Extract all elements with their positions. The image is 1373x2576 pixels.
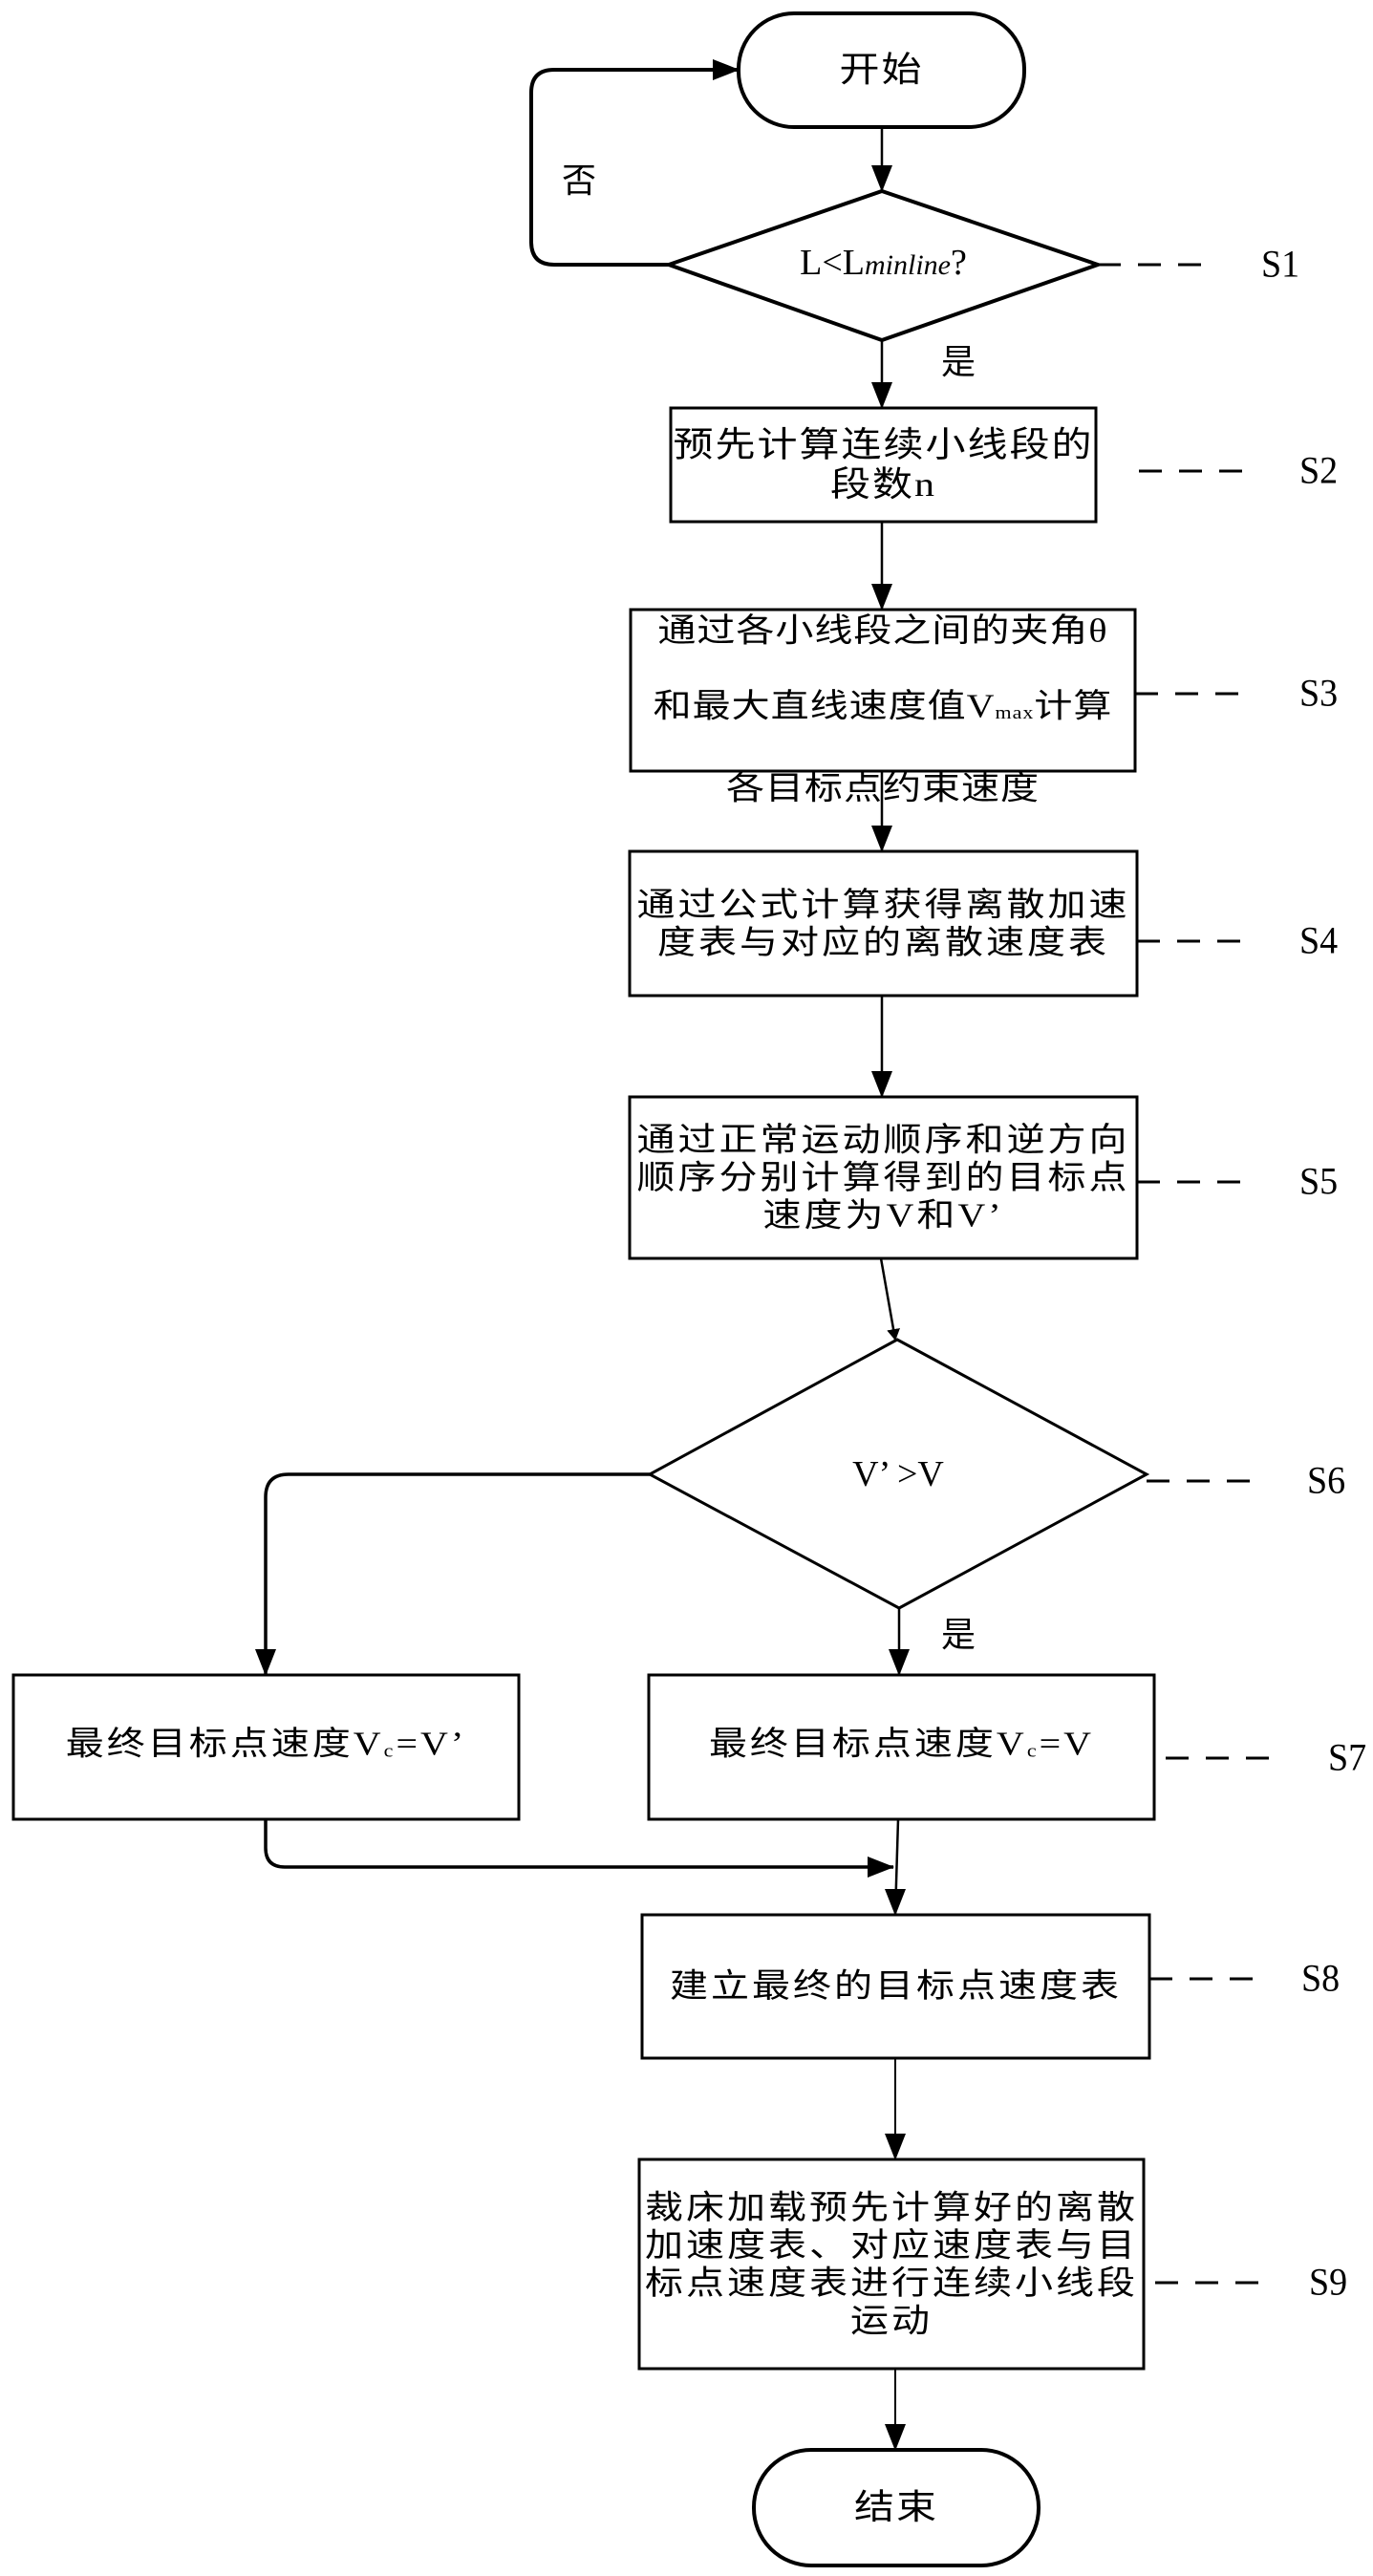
step-label-s7: S7 — [1328, 1736, 1367, 1780]
s3-line1: 通过各小线段之间的夹角θ — [657, 611, 1108, 649]
step-label-s8: S8 — [1301, 1957, 1341, 2001]
process-s8: 建立最终的目标点速度表 — [642, 1915, 1149, 2058]
connector-s6-no — [255, 1472, 650, 1676]
step-label-s4: S4 — [1299, 919, 1339, 963]
end-label: 结束 — [853, 2488, 938, 2527]
connector-s7-s8 — [885, 1818, 906, 1916]
start-terminal: 开始 — [739, 13, 1024, 127]
s3-line2-post: 计算 — [1034, 687, 1113, 724]
end-terminal: 结束 — [754, 2450, 1039, 2565]
process-s5-text: 通过正常运动顺序和逆方向 顺序分别计算得到的目标点 速度为V和V’ — [636, 1121, 1130, 1234]
decision-s6: V’ >V — [650, 1443, 1147, 1506]
step-label-s5: S5 — [1299, 1160, 1339, 1204]
decision-s1: L<Lminline? — [669, 229, 1098, 296]
s6-yes-label: 是 — [941, 1616, 976, 1654]
step-label-s2: S2 — [1299, 449, 1339, 493]
process-s8-text: 建立最终的目标点速度表 — [670, 1967, 1122, 2005]
condition-subscript: minline — [864, 249, 951, 281]
step-label-s1: S1 — [1261, 243, 1300, 287]
connector-s1-no-loop — [529, 59, 740, 267]
process-s9: 裁床加载预先计算好的离散 加速度表、对应速度表与目 标点速度表进行连续小线段 运… — [639, 2159, 1144, 2369]
process-s2-text: 预先计算连续小线段的 段数n — [673, 426, 1094, 504]
process-s7-right-shape — [647, 1673, 1156, 1821]
process-s5: 通过正常运动顺序和逆方向 顺序分别计算得到的目标点 速度为V和V’ — [630, 1097, 1137, 1258]
s7-left-post: =V’ — [396, 1725, 467, 1762]
process-s4-shape — [628, 849, 1139, 998]
step-label-s6: S6 — [1307, 1459, 1346, 1503]
decision-s1-condition: L<Lminline? — [800, 242, 967, 284]
s7-post: =V — [1039, 1725, 1095, 1762]
connector-s5-s6 — [879, 1257, 900, 1341]
connector-s7-left-merge — [264, 1819, 894, 1878]
s1-no-label: 否 — [562, 161, 597, 200]
process-s7-left-text: 最终目标点速度Vc=V’ — [66, 1725, 466, 1769]
process-s2-shape — [669, 406, 1098, 524]
s7-sub: c — [1026, 1739, 1040, 1761]
process-s5-shape — [628, 1095, 1139, 1260]
process-s2: 预先计算连续小线段的 段数n — [671, 408, 1096, 522]
process-s9-shape — [637, 2157, 1146, 2371]
condition-tail: ? — [950, 243, 967, 283]
s3-line3: 各目标点约束速度 — [726, 769, 1040, 806]
s7-left-sub: c — [383, 1739, 397, 1761]
process-s7-left: 最终目标点速度Vc=V’ — [13, 1675, 519, 1819]
s3-line2-sub: max — [995, 701, 1035, 723]
process-s3-text: 通过各小线段之间的夹角θ 和最大直线速度值Vmax计算 各目标点约束速度 — [654, 573, 1113, 806]
s1-yes-label: 是 — [941, 343, 976, 381]
s7-pre: 最终目标点速度V — [708, 1725, 1027, 1762]
step-label-s3: S3 — [1299, 672, 1339, 716]
start-label: 开始 — [839, 51, 924, 90]
process-s3: 通过各小线段之间的夹角θ 和最大直线速度值Vmax计算 各目标点约束速度 — [631, 610, 1135, 806]
process-s4: 通过公式计算获得离散加速 度表与对应的离散速度表 — [630, 851, 1137, 996]
process-s4-text: 通过公式计算获得离散加速 度表与对应的离散速度表 — [636, 885, 1130, 961]
process-s9-text: 裁床加载预先计算好的离散 加速度表、对应速度表与目 标点速度表进行连续小线段 运… — [645, 2188, 1138, 2339]
process-s7-text: 最终目标点速度Vc=V — [709, 1725, 1094, 1769]
s3-line2-pre: 和最大直线速度值V — [653, 687, 996, 724]
decision-s6-condition: V’ >V — [852, 1454, 944, 1494]
s7-left-pre: 最终目标点速度V — [65, 1725, 384, 1762]
end-terminal-shape — [752, 2448, 1040, 2567]
process-s7: 最终目标点速度Vc=V — [649, 1675, 1154, 1819]
step-label-s9: S9 — [1309, 2261, 1348, 2305]
condition-main: L<L — [800, 243, 865, 283]
